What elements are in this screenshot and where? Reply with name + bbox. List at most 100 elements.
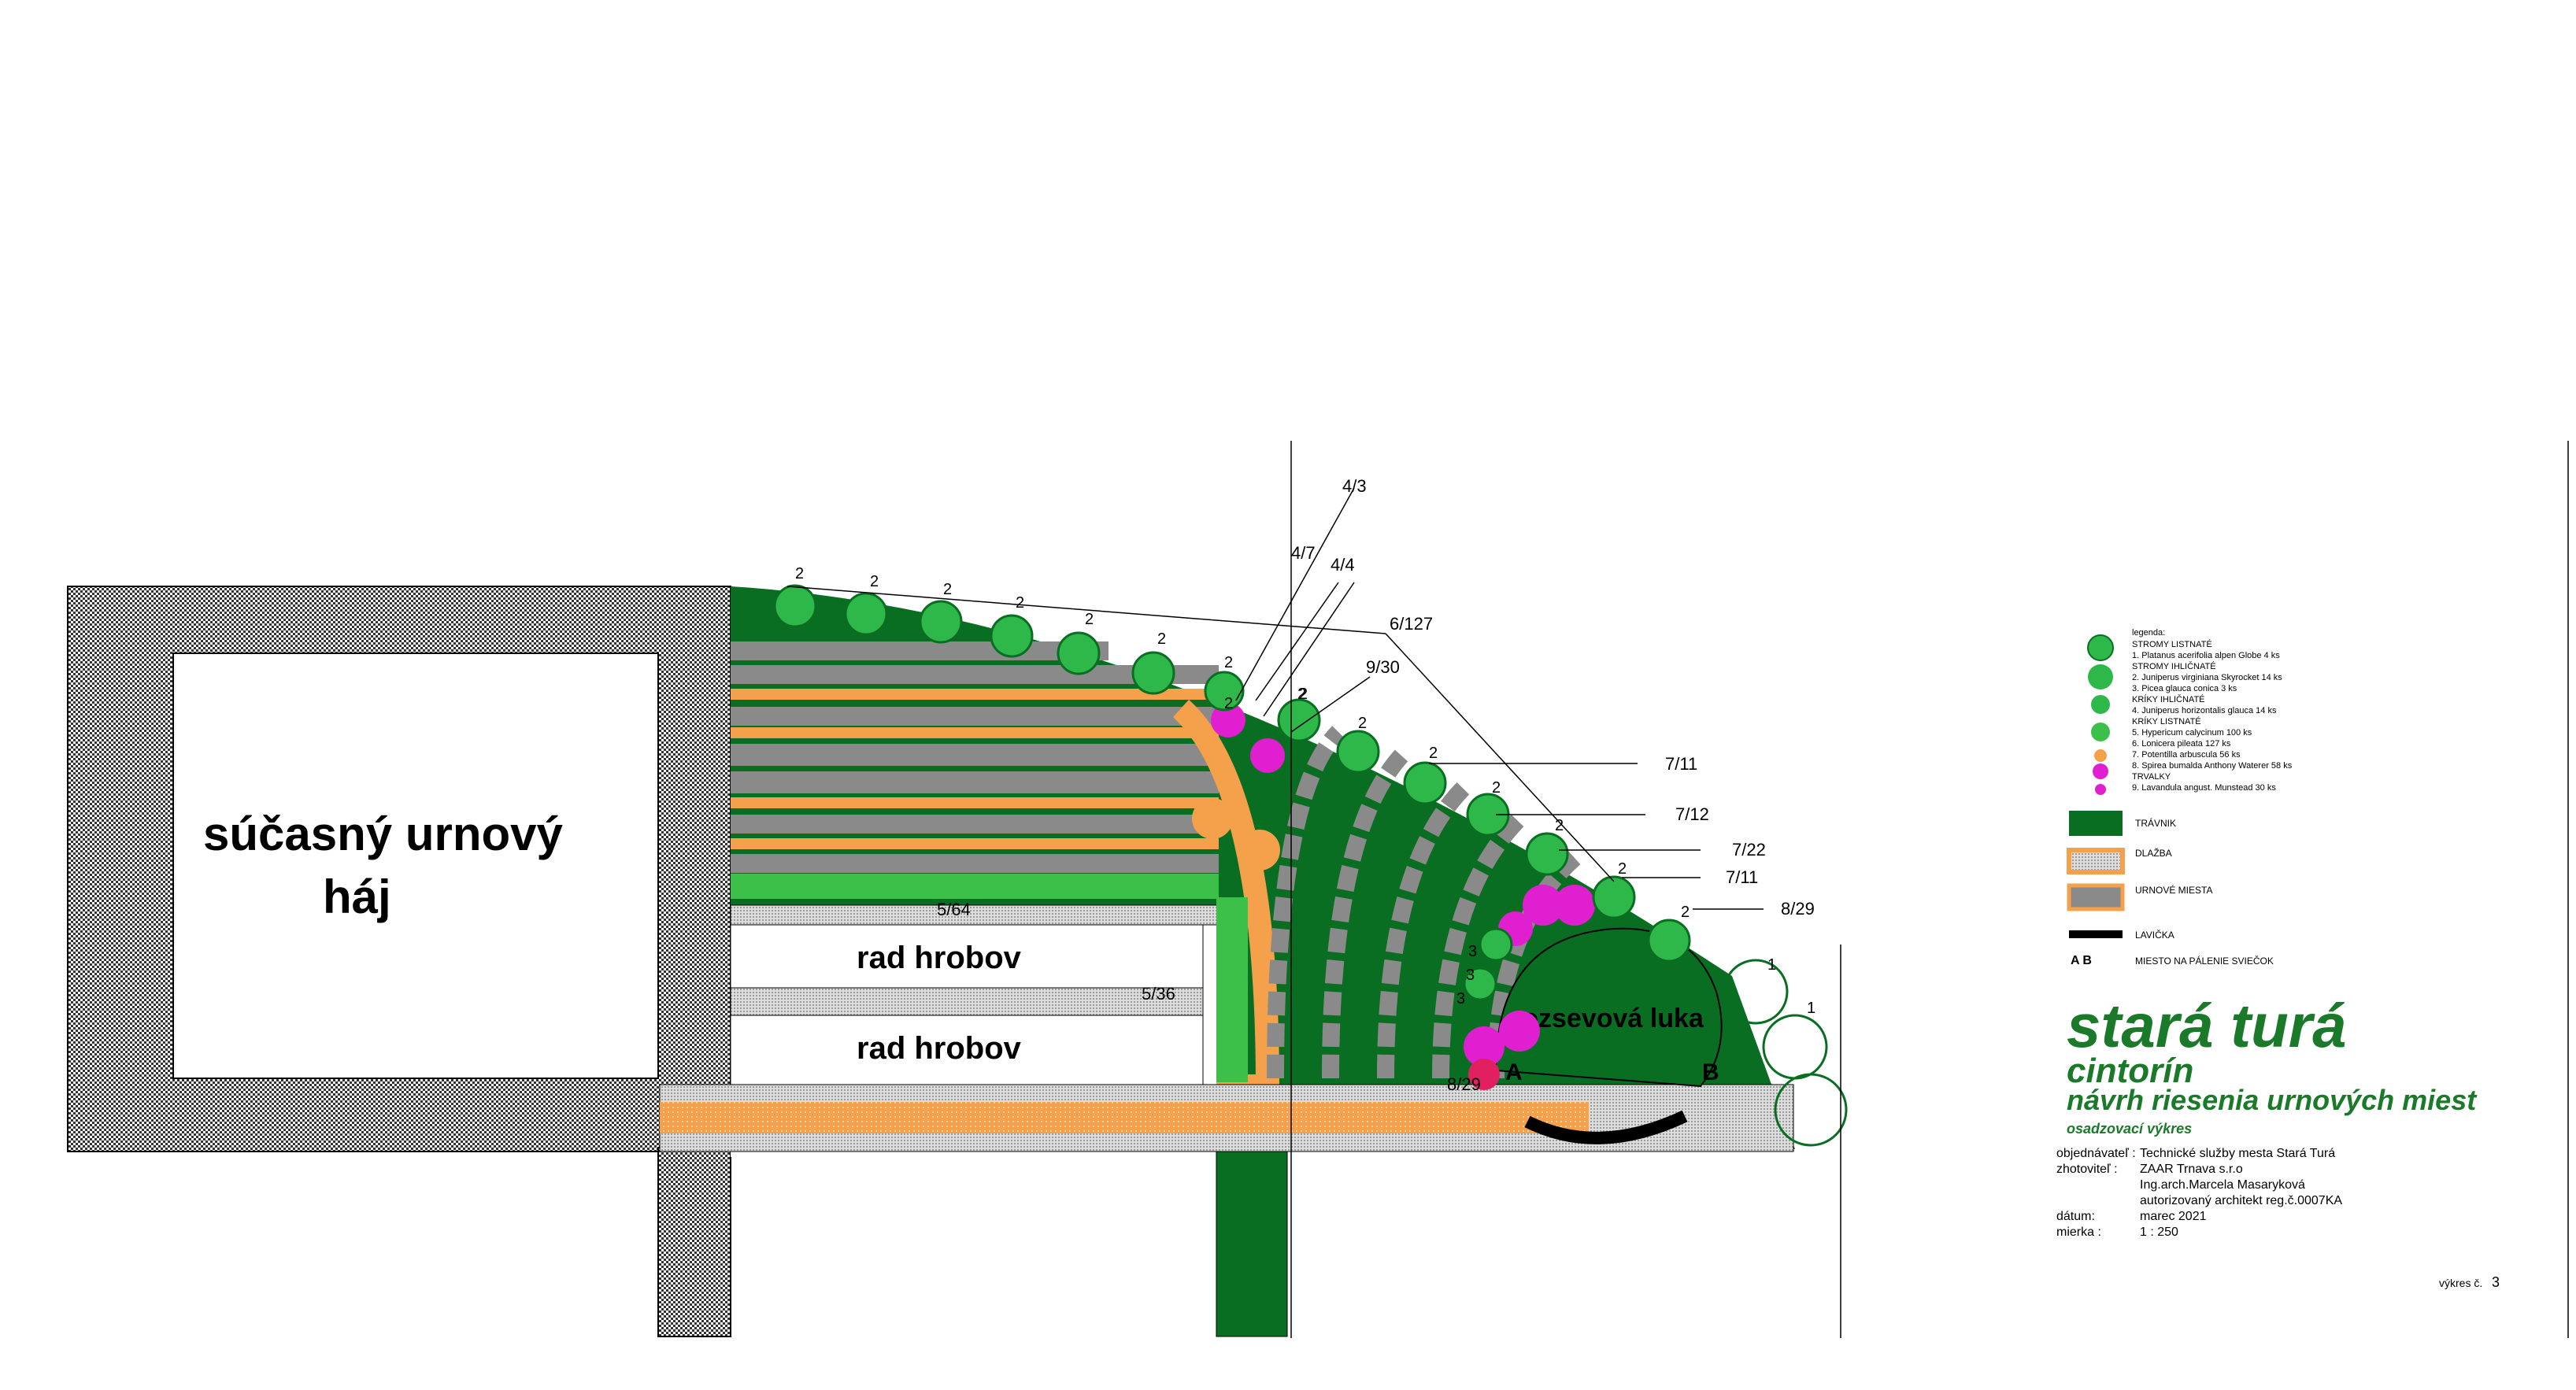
project-title: stará turá: [2067, 991, 2347, 1060]
legend-line: 8. Spirea bumalda Anthony Waterer 58 ks: [2132, 761, 2293, 771]
urn-swatch: [2067, 883, 2125, 911]
info-key: dátum:: [2056, 1210, 2095, 1223]
title-block: stará turá cintorín návrh riesenia urnov…: [2056, 991, 2500, 1290]
tag: 7/12: [1675, 804, 1709, 824]
deciduous-shrub-icon: [2091, 723, 2110, 741]
tag: 2: [1299, 686, 1308, 703]
tag: 2: [870, 573, 879, 590]
tag: 2: [1224, 695, 1233, 712]
conifer-shrub-icon: [2091, 695, 2110, 714]
tag: 2: [1085, 611, 1094, 628]
grave-row-label-1: rad hrobov: [857, 941, 1022, 975]
legend-line: 6. Lonicera pileata 127 ks: [2132, 739, 2231, 749]
tag: 5/64: [937, 900, 971, 919]
point-a: A: [1505, 1059, 1523, 1085]
legend-line: KRÍKY IHLIČNATÉ: [2132, 694, 2205, 704]
paving-swatch: [2067, 848, 2125, 874]
tag: 7/22: [1732, 840, 1766, 860]
tag: 3: [1468, 943, 1477, 960]
tag: 4/7: [1291, 543, 1316, 563]
legend-line: 9. Lavandula angust. Munstead 30 ks: [2132, 783, 2276, 793]
tag: 1: [1807, 1000, 1815, 1017]
legend: legenda: STROMY LISTNATÉ 1. Platanus ace…: [2067, 628, 2293, 967]
tag: 3: [1456, 990, 1465, 1007]
tag: 4/4: [1331, 555, 1355, 575]
legend-line: 7. Potentilla arbuscula 56 ks: [2132, 750, 2241, 760]
info-value: marec 2021: [2140, 1210, 2207, 1223]
grave-rows: rad hrobov rad hrobov: [730, 897, 1248, 1085]
legend-heading: legenda:: [2132, 628, 2165, 638]
legend-line: STROMY IHLIČNATÉ: [2132, 661, 2216, 671]
legend-paving: DLAŽBA: [2135, 847, 2172, 859]
tag: 2: [1016, 594, 1024, 612]
legend-line: 3. Picea glauca conica 3 ks: [2132, 684, 2237, 693]
tag: 1: [1767, 956, 1776, 974]
tag: 2: [1297, 686, 1306, 703]
leader-lines: [786, 441, 2569, 1338]
trees: [773, 584, 1848, 1147]
legend-line: KRÍKY LISTNATÉ: [2132, 716, 2201, 726]
tag: 4/3: [1342, 476, 1367, 496]
meadow-label: rozsevová luka: [1512, 1004, 1704, 1033]
tag: 2: [1157, 630, 1166, 648]
info-value: Ing.arch.Marcela Masaryková: [2140, 1178, 2305, 1192]
legend-line: TRVALKY: [2132, 772, 2171, 782]
lavender-icon: [2095, 784, 2106, 795]
potentilla-icon: [2094, 749, 2107, 762]
subtitle-2: návrh riesenia urnových miest: [2067, 1084, 2478, 1116]
tag: 3: [1466, 967, 1475, 984]
info-key: objednávateľ :: [2056, 1147, 2136, 1160]
point-b: B: [1702, 1059, 1719, 1085]
tag: 2: [1358, 715, 1367, 732]
wildflower-meadow: rozsevová luka A B: [1494, 927, 1723, 1144]
info-value: Technické služby mesta Stará Turá: [2140, 1147, 2335, 1160]
deciduous-tree-icon: [2087, 634, 2114, 661]
legend-candles: MIESTO NA PÁLENIE SVIEČOK: [2135, 955, 2274, 967]
tag: 2: [943, 581, 952, 598]
bench: [1524, 1110, 1688, 1144]
legend-line: 4. Juniperus horizontalis glauca 14 ks: [2132, 706, 2277, 715]
legend-bench: LAVIČKA: [2135, 929, 2174, 941]
lawn-swatch: [2069, 811, 2123, 836]
subtitle-3: osadzovací výkres: [2067, 1121, 2192, 1137]
grove-label-line1: súčasný urnový: [203, 808, 563, 860]
spirea-icon: [2093, 763, 2108, 779]
bench-swatch: [2069, 930, 2123, 938]
tag: 9/30: [1366, 657, 1400, 677]
tag: 2: [1681, 904, 1690, 921]
info-value: ZAAR Trnava s.r.o: [2140, 1163, 2243, 1176]
tag: 2: [1618, 860, 1627, 878]
info-key: mierka :: [2056, 1225, 2101, 1239]
legend-ab: A B: [2071, 954, 2092, 967]
tag: 7/11: [1665, 754, 1697, 774]
tag: 7/11: [1726, 867, 1758, 887]
legend-line: 1. Platanus acerifolia alpen Globe 4 ks: [2132, 651, 2280, 660]
info-key: zhotoviteľ :: [2056, 1163, 2118, 1176]
legend-lawn: TRÁVNIK: [2135, 817, 2176, 829]
grave-row-label-2: rad hrobov: [857, 1031, 1022, 1066]
tag: 2: [1429, 745, 1438, 762]
tag: 2: [1555, 817, 1564, 834]
legend-line: STROMY LISTNATÉ: [2132, 639, 2212, 649]
tag: 6/127: [1390, 614, 1433, 634]
info-value: 1 : 250: [2140, 1225, 2178, 1239]
tag: 8/29: [1447, 1074, 1481, 1094]
existing-urn-grove: súčasný urnový háj: [67, 586, 731, 1337]
tag: 5/36: [1142, 984, 1175, 1004]
tag: 2: [1224, 654, 1233, 671]
sheet-number: 3: [2492, 1274, 2500, 1290]
tag: 2: [1492, 779, 1501, 797]
sheet-label: výkres č.: [2439, 1277, 2482, 1289]
info-value: autorizovaný architekt reg.č.0007KA: [2140, 1194, 2342, 1207]
subtitle-1: cintorín: [2067, 1052, 2193, 1090]
legend-urn: URNOVÉ MIESTA: [2135, 884, 2212, 896]
legend-line: 5. Hypericum calycinum 100 ks: [2132, 728, 2252, 738]
legend-line: 2. Juniperus virginiana Skyrocket 14 ks: [2132, 673, 2282, 682]
shrubs: [1192, 703, 1595, 1090]
grove-label-line2: háj: [323, 871, 391, 923]
tag: 2: [795, 565, 804, 582]
conifer-tree-icon: [2088, 664, 2113, 689]
plant-tags: 2 2 2 2 2 2 2 2 2 2 2 2 2 2 2 2 4/3 4/7 …: [795, 476, 1815, 1094]
tag: 8/29: [1781, 899, 1815, 919]
